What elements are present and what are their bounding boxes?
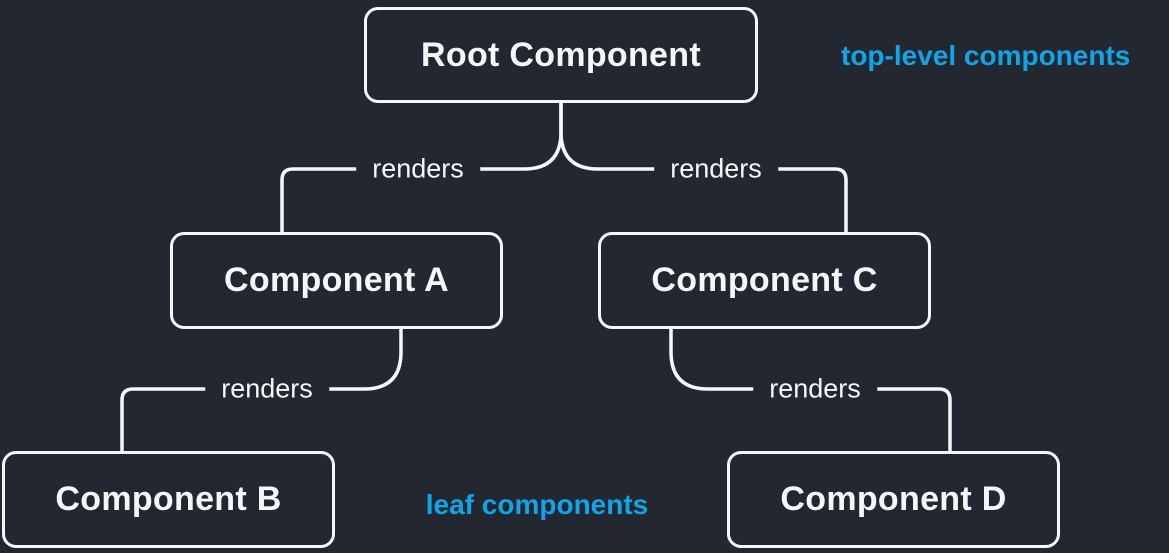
connector-component-c-to-d <box>669 325 952 453</box>
connector-root-to-component-a <box>280 101 563 235</box>
connector-component-a-to-b <box>120 325 403 453</box>
node-root-component-label: Root Component <box>421 35 701 74</box>
node-component-d-label: Component D <box>780 480 1007 518</box>
node-component-c: Component C <box>598 232 931 329</box>
node-component-a-label: Component A <box>224 261 449 299</box>
node-root-component: Root Component <box>364 7 758 103</box>
edge-label-root-renders-c: renders <box>654 151 778 187</box>
annotation-top-level-components: top-level components <box>841 40 1131 71</box>
annotation-leaf-components: leaf components <box>425 489 649 520</box>
node-component-b-label: Component B <box>55 480 282 518</box>
edge-label-root-renders-a: renders <box>356 151 480 187</box>
connector-root-to-component-c <box>559 101 848 235</box>
edge-label-a-renders-b: renders <box>205 371 329 407</box>
node-component-c-label: Component C <box>651 261 878 299</box>
node-component-b: Component B <box>2 451 335 548</box>
edge-label-c-renders-d: renders <box>753 371 877 407</box>
node-component-d: Component D <box>727 451 1060 548</box>
node-component-a: Component A <box>170 232 503 329</box>
